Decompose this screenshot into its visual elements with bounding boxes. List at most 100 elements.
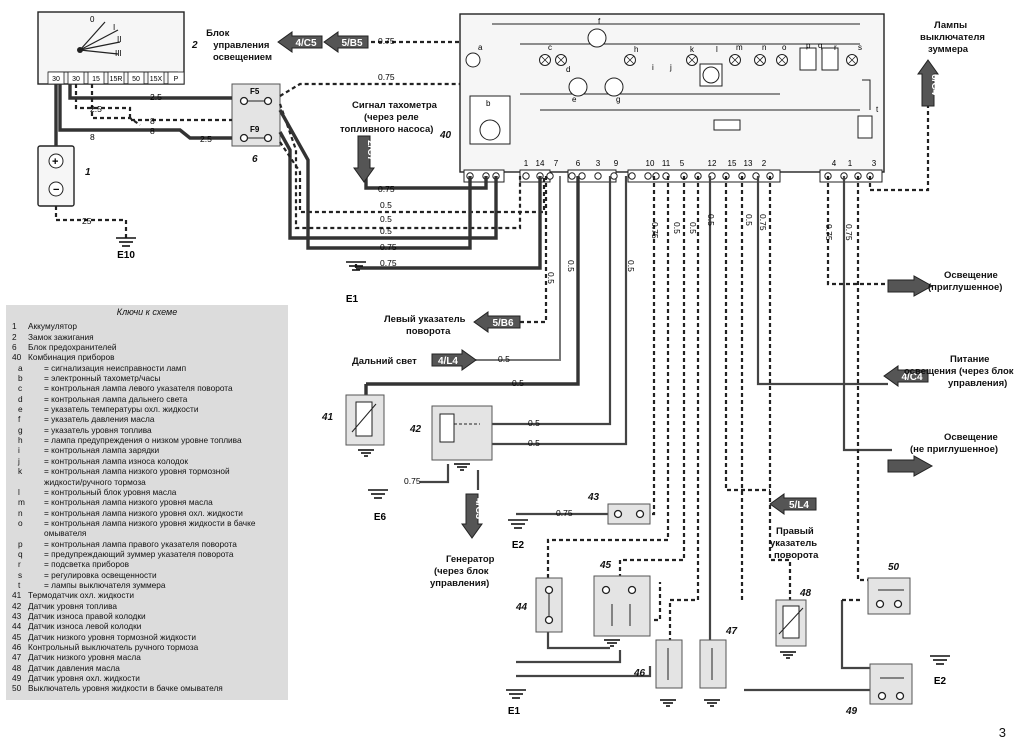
cluster-terminal-number: 7: [554, 159, 559, 168]
wire-gauge-label: 0.5: [380, 226, 392, 236]
cluster-letter: n: [762, 43, 766, 52]
legend-value: = контрольная лампа износа колодок: [44, 455, 188, 466]
ground-label: E6: [374, 512, 387, 523]
washer-fluid-switch: [867, 577, 911, 615]
cluster-terminal-number: 4: [832, 159, 837, 168]
wire-gauge-label: 0.75: [378, 184, 395, 194]
fuel-level-sensor: [431, 405, 493, 461]
ground-icon: [346, 261, 366, 271]
wire-gauge-label: 0.5: [512, 378, 524, 388]
ground-icon: [930, 655, 950, 665]
cluster-terminal-number: 12: [708, 159, 717, 168]
cluster-terminal-number: 3: [872, 159, 877, 168]
switch-50-number: 50: [888, 562, 900, 573]
legend-value: = лампа предупреждения о низком уровне т…: [44, 435, 242, 446]
ign-terminal-box: [147, 71, 165, 85]
ign-terminal-label: 15X: [150, 76, 163, 83]
arrow-label: 4/C4: [901, 372, 923, 383]
ground-icon: [358, 449, 374, 457]
wires: [54, 40, 930, 692]
legend-key: [12, 477, 44, 487]
legend-key: 43: [12, 610, 22, 621]
legend-value: Датчик уровня охл. жидкости: [28, 673, 140, 684]
legend-value: Датчик износа левой колодки: [28, 621, 142, 632]
cluster-terminal-number: 3: [596, 159, 601, 168]
legend-value: Контрольный выключатель ручного тормоза: [28, 642, 199, 652]
wire-gauge-label: 0.5: [744, 214, 754, 226]
ground-icon: [368, 489, 388, 499]
legend-row: q= предупреждающий зуммер указателя пово…: [6, 549, 288, 559]
svg-text:−: −: [53, 184, 59, 196]
high-beam-label: Дальний свет: [352, 356, 417, 367]
direction-arrow: [887, 275, 934, 297]
legend-key: 44: [12, 621, 22, 632]
cluster-connector: [819, 169, 883, 183]
cluster-letter: e: [572, 95, 577, 104]
cluster-terminal-number: 1: [848, 159, 853, 168]
fuse-box: F5 F9: [231, 83, 281, 147]
ground-icon: [506, 689, 526, 699]
legend-value: = контрольная лампа низкого уровня охл. …: [44, 507, 243, 518]
legend-key: h: [18, 435, 23, 446]
cluster-letter: s: [858, 43, 862, 52]
battery: + −: [37, 145, 75, 207]
cluster-letter: j: [669, 63, 672, 72]
arrow-label: 5/B5: [341, 38, 363, 49]
oil-pressure-sensor: [775, 599, 807, 647]
legend-value: = сигнализация неисправности ламп: [44, 362, 187, 373]
arrow-label: 4/C5: [295, 38, 317, 49]
legend-key: j: [18, 455, 20, 466]
cluster-lamp-icon: [539, 54, 551, 66]
legend-key: i: [18, 445, 20, 456]
legend-row: 44 Датчик износа левой колодки: [6, 621, 288, 631]
ground-label: E2: [934, 676, 947, 687]
legend-value: Аккумулятор: [28, 321, 77, 332]
legend-key: t: [18, 579, 21, 590]
connector-pin: [522, 172, 530, 180]
tacho-signal-label: Сигнал тахометра (через реле топливного …: [340, 100, 440, 135]
legend-value: Блок предохранителей: [28, 342, 117, 353]
cluster-letter: k: [690, 45, 695, 54]
legend-row: a= сигнализация неисправности ламп: [6, 363, 288, 373]
legend-key: k: [18, 466, 23, 477]
connector-pin: [568, 172, 576, 180]
wire-gauge-label: 0.5: [528, 418, 540, 428]
reference-arrow: 5/L4: [769, 493, 817, 515]
wire-gauge-label: 2.5: [150, 92, 162, 102]
ground-icon: [116, 237, 136, 247]
ign-terminal-label: 30: [52, 76, 60, 83]
ground-label: E2: [512, 540, 525, 551]
fuse-box-number: 6: [252, 154, 258, 165]
legend-row: f= указатель давления масла: [6, 414, 288, 424]
legend-row: i= контрольная лампа зарядки: [6, 445, 288, 455]
reference-arrow: 4/L4: [431, 349, 477, 371]
illum-undimmed-label: Освещение (не приглушенное): [910, 432, 1000, 455]
ign-terminal-label: 15R: [110, 76, 123, 83]
ign-terminal-label: 50: [132, 76, 140, 83]
wire-gauge-label: 0.75: [650, 222, 660, 239]
control-unit-label: Блок управления освещением: [206, 28, 272, 63]
cluster-lamp-icon: [846, 54, 858, 66]
cluster-terminal-number: 2: [762, 159, 767, 168]
arrow-label: 6/C4: [929, 74, 940, 96]
legend-key: 6: [12, 342, 17, 353]
coolant-level-sensor: [869, 663, 913, 705]
wire-gauge-label: 8: [90, 132, 95, 142]
cluster-terminal-number: 10: [646, 159, 655, 168]
cluster-letter: h: [634, 45, 638, 54]
legend-key: n: [18, 507, 23, 518]
wire-gauge-label: 0.5: [706, 214, 716, 226]
ground-icon: [780, 651, 796, 659]
connector-pin: [578, 172, 586, 180]
legend-value: = контрольная лампа правого указателя по…: [44, 538, 237, 549]
reference-arrow: 4/C5: [277, 31, 323, 53]
legend-key: q: [18, 548, 23, 559]
legend-value: Термодатчик охл. жидкости: [28, 590, 134, 601]
wire-gauge-label: 0.5: [380, 200, 392, 210]
legend-key: 2: [12, 331, 17, 342]
